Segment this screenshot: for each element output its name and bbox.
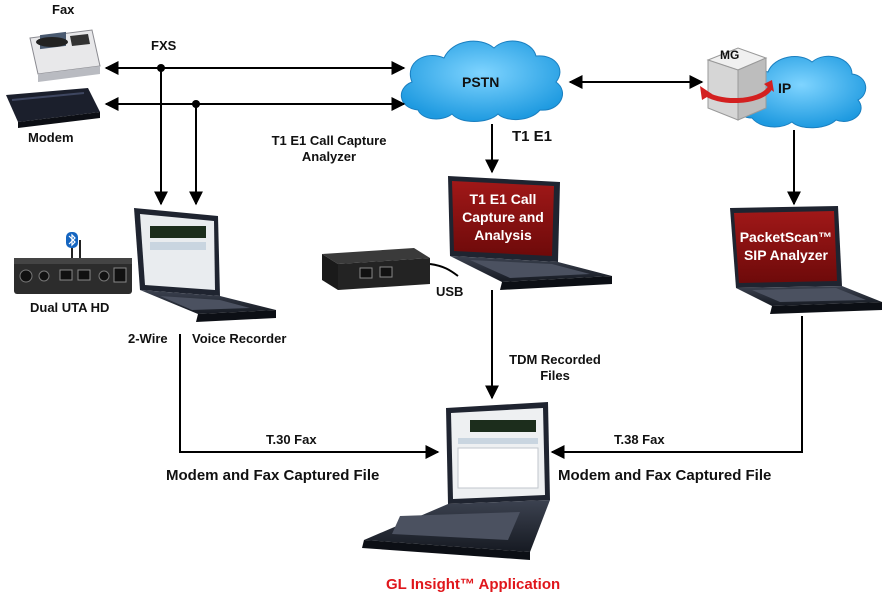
pstn-cloud xyxy=(401,40,563,122)
voice-recorder-laptop-icon xyxy=(134,208,276,322)
right-captured-file-label: Modem and Fax Captured File xyxy=(558,467,772,484)
fax-machine-icon xyxy=(29,29,101,82)
call-capture-laptop-icon xyxy=(448,176,612,290)
fxs-label: FXS xyxy=(151,38,177,53)
call-capture-analyzer-title: T1 E1 Call Capture Analyzer xyxy=(254,133,404,166)
call-capture-analyzer-title-line1: T1 E1 Call Capture xyxy=(271,133,387,148)
bluetooth-icon xyxy=(66,232,78,248)
call-capture-screen-line1: T1 E1 Call xyxy=(469,191,537,207)
usb-label: USB xyxy=(436,284,464,299)
packetscan-screen-line2: SIP Analyzer xyxy=(743,247,829,264)
left-captured-file-label: Modem and Fax Captured File xyxy=(166,467,380,484)
mg-label: MG xyxy=(720,48,740,62)
gl-insight-application-label: GL Insight™ Application xyxy=(386,576,561,593)
t30-fax-label: T.30 Fax xyxy=(266,432,317,447)
modem-label: Modem xyxy=(28,130,74,145)
tdm-line2: Files xyxy=(540,368,570,384)
gl-insight-laptop-icon xyxy=(362,402,550,560)
dual-uta-hd-device-icon xyxy=(14,240,132,294)
call-capture-screen-line3: Analysis xyxy=(474,227,532,244)
two-wire-label: 2-Wire xyxy=(128,331,168,346)
media-gateway-icon xyxy=(700,47,774,121)
t38-fax-label: T.38 Fax xyxy=(614,432,665,447)
tdm-recorded-files-label: TDM Recorded Files xyxy=(500,352,610,385)
connection-lines xyxy=(104,61,803,459)
pstn-label: PSTN xyxy=(462,74,500,90)
junction-dots xyxy=(157,64,200,108)
fax-label: Fax xyxy=(52,2,75,17)
call-capture-screen-line2: Capture and xyxy=(462,209,544,226)
dual-uta-hd-label: Dual UTA HD xyxy=(30,300,110,315)
packetscan-laptop-icon xyxy=(730,206,882,314)
t1e1-link-label: T1 E1 xyxy=(512,128,553,145)
packetscan-screen-text: PacketScan™ SIP Analyzer xyxy=(736,228,836,264)
ip-label: IP xyxy=(778,80,792,96)
tdm-line1: TDM Recorded xyxy=(509,352,601,367)
t1e1-interface-box-icon xyxy=(322,248,430,290)
packetscan-screen-line1: PacketScan™ xyxy=(739,229,833,245)
call-capture-analyzer-title-line2: Analyzer xyxy=(301,149,357,165)
modem-icon xyxy=(6,88,100,128)
call-capture-screen-text: T1 E1 Call Capture and Analysis xyxy=(452,190,554,245)
voice-recorder-label: Voice Recorder xyxy=(192,331,287,346)
